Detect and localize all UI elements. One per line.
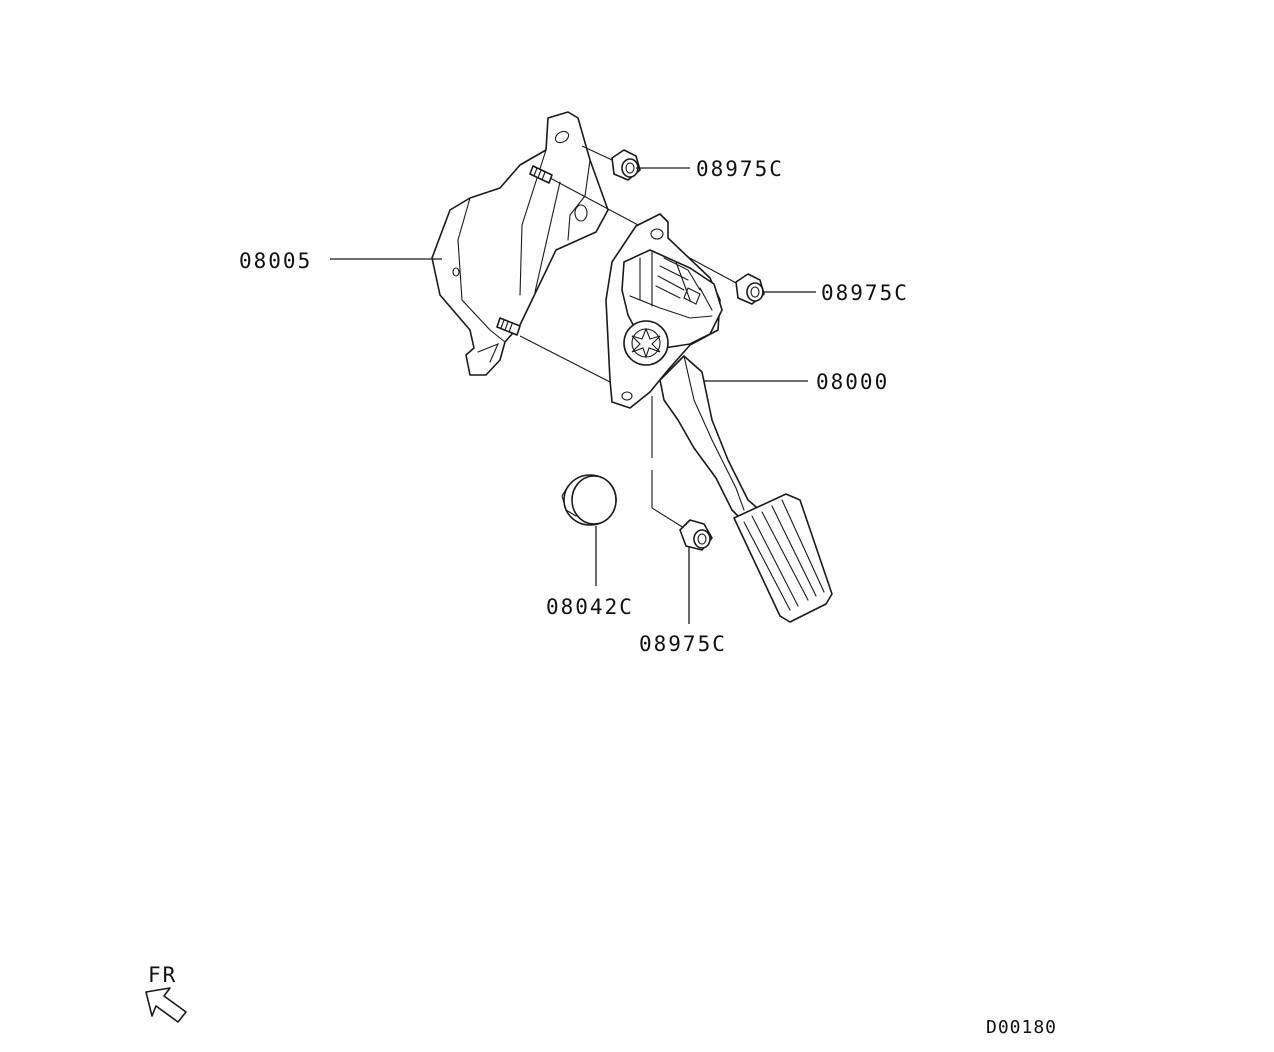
nut-bottom <box>679 519 713 551</box>
orientation-label: FR <box>148 963 177 987</box>
diagram-code: D00180 <box>986 1017 1057 1038</box>
label-nut-bottom: 08975C <box>639 632 727 656</box>
label-nut-top: 08975C <box>696 157 784 181</box>
nut-top <box>611 149 641 181</box>
assembly-guides <box>519 145 739 529</box>
arrow-up-left-icon <box>145 987 187 1023</box>
label-bracket: 08005 <box>239 249 312 273</box>
nut-mid <box>735 273 765 305</box>
bracket-08005 <box>431 111 609 376</box>
pedal-assembly-08000 <box>605 213 833 623</box>
label-nut-mid: 08975C <box>821 281 909 305</box>
label-cap: 08042C <box>546 595 634 619</box>
cap-08042c <box>561 474 617 526</box>
label-pedal: 08000 <box>816 370 889 394</box>
